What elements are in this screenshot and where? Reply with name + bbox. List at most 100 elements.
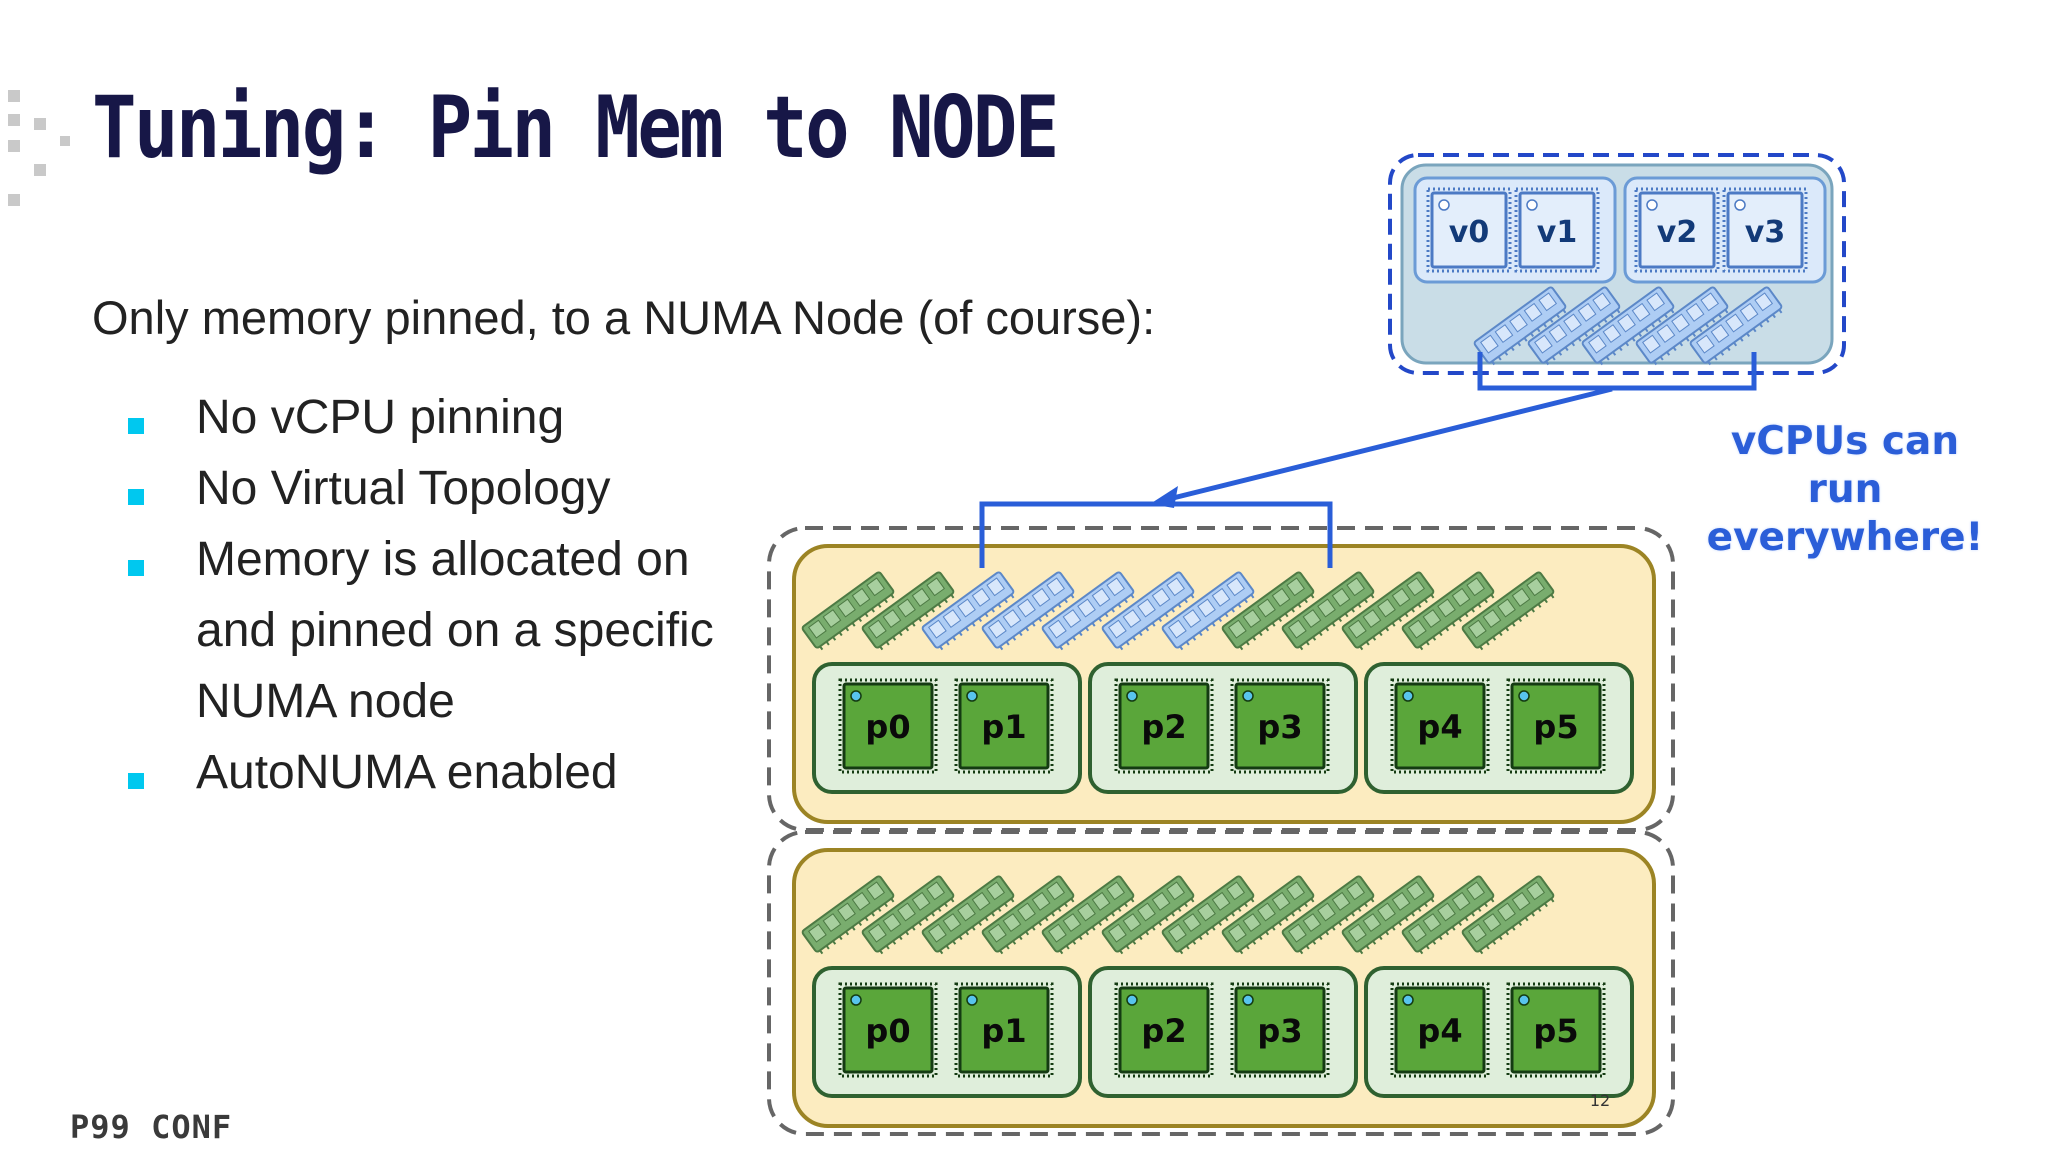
ram-pin xyxy=(1258,631,1263,637)
ram-module-icon xyxy=(1341,875,1435,955)
ram-pin xyxy=(1752,327,1757,333)
ram-pin xyxy=(858,921,863,926)
ram-pin xyxy=(984,612,989,618)
ram-pin xyxy=(1618,346,1623,352)
ram-pin xyxy=(1185,641,1190,646)
ram-chip xyxy=(1226,577,1246,597)
square-bullet-icon xyxy=(128,489,144,505)
ram-pin xyxy=(1445,930,1450,936)
pcpu-chip: p0 xyxy=(838,982,938,1078)
ram-module-icon xyxy=(1161,571,1255,651)
bullet-text: AutoNUMA enabled xyxy=(196,746,618,799)
ram-chip xyxy=(882,609,902,629)
ram-pin xyxy=(931,912,935,917)
ram-pin xyxy=(1239,949,1244,955)
chip-label: p1 xyxy=(981,708,1026,746)
ram-pin xyxy=(883,902,888,908)
vcpu-chip: v0 xyxy=(1426,187,1512,273)
ram-pin xyxy=(937,603,942,608)
ram-chip xyxy=(1437,598,1456,618)
ram-pin xyxy=(1031,622,1036,627)
ram-pin xyxy=(1098,921,1103,926)
ram-pin xyxy=(1670,309,1675,314)
ram-chip xyxy=(1617,313,1636,333)
chip-body xyxy=(958,986,1050,1074)
ram-chip xyxy=(1317,902,1336,922)
ram-pin xyxy=(1391,622,1396,627)
ram-chip xyxy=(986,881,1006,901)
ram-pin xyxy=(885,641,890,646)
ram-chip xyxy=(1408,619,1427,639)
ram-pin xyxy=(1351,608,1355,613)
chip-pins xyxy=(1230,982,1330,1078)
ram-chip xyxy=(1048,619,1067,639)
chip-body xyxy=(958,682,1050,770)
ram-module-icon xyxy=(1281,875,1375,955)
ram-pin xyxy=(1297,907,1302,912)
ram-pin xyxy=(1357,603,1362,608)
ram-pin xyxy=(1497,356,1502,361)
chip-pins xyxy=(1390,678,1490,774)
bullet-text: No vCPU pinning xyxy=(196,391,565,444)
ram-pin xyxy=(1132,940,1137,945)
ram-pin xyxy=(851,926,856,931)
ram-pin xyxy=(1185,945,1190,950)
ram-pin xyxy=(1537,907,1542,912)
vcpu-chip: v2 xyxy=(1634,187,1720,273)
pcpu-chip: p2 xyxy=(1114,982,1214,1078)
ram-pin xyxy=(1171,608,1175,613)
pcpu-chip: p5 xyxy=(1506,982,1606,1078)
ram-pin xyxy=(1111,912,1115,917)
bullet-list: No vCPU pinning No Virtual Topology Memo… xyxy=(120,382,740,808)
ram-chip xyxy=(1108,619,1127,639)
slide-title: Tuning: Pin Mem to NODE xyxy=(92,78,1059,178)
chip-body xyxy=(1234,986,1326,1074)
ram-chip xyxy=(1494,324,1514,344)
chip-label: v1 xyxy=(1537,215,1577,250)
ram-pin xyxy=(1746,332,1751,337)
chip-pins xyxy=(1426,187,1512,273)
ram-pin xyxy=(1492,940,1497,945)
ram-pin xyxy=(1192,636,1197,641)
ram-pin xyxy=(1711,318,1716,323)
chip-body xyxy=(842,986,934,1074)
ram-pin xyxy=(1483,598,1488,604)
intro-text: Only memory pinned, to a NUMA Node (of c… xyxy=(92,291,1156,344)
pcpu-chip: p0 xyxy=(838,678,938,774)
ram-chip xyxy=(1228,923,1247,943)
ram-chip xyxy=(1406,577,1426,597)
ram-pin xyxy=(1091,622,1096,627)
ram-module-icon xyxy=(981,875,1075,955)
ram-pin xyxy=(1338,921,1343,926)
ram-pin xyxy=(1224,612,1229,618)
ram-pin xyxy=(1733,341,1738,347)
ram-pin xyxy=(1098,617,1103,622)
ram-pin xyxy=(1485,641,1490,646)
ram-pin xyxy=(1545,360,1550,366)
ram-module-icon xyxy=(1461,875,1555,955)
chip-body xyxy=(1118,986,1210,1074)
chip-body xyxy=(1726,191,1804,269)
ram-pin xyxy=(1265,626,1270,632)
ram-pin xyxy=(1438,935,1443,941)
ram-chip xyxy=(1257,902,1276,922)
ram-pin xyxy=(1423,598,1428,604)
ram-chip xyxy=(1482,913,1502,933)
ram-pin xyxy=(1479,645,1484,651)
ram-pin xyxy=(1271,622,1276,627)
ram-chip xyxy=(1197,598,1216,618)
ram-pin xyxy=(1205,930,1210,936)
ram-pin xyxy=(1005,945,1010,950)
ram-pin xyxy=(1312,636,1317,641)
chip-marker xyxy=(966,690,978,702)
chip-pins xyxy=(1506,982,1606,1078)
ram-chip xyxy=(1631,302,1651,322)
chip-marker xyxy=(850,690,862,702)
ram-pin xyxy=(1378,631,1383,637)
ram-pin xyxy=(1638,332,1643,337)
ram-pin xyxy=(1271,926,1276,931)
ram-chip xyxy=(957,598,976,618)
ram-chip xyxy=(1346,881,1366,901)
ram-chip xyxy=(1509,313,1528,333)
ram-chip xyxy=(837,902,856,922)
